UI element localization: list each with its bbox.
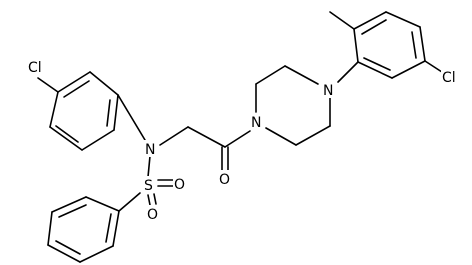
- bond-n-ch2: [159, 126, 189, 146]
- oxygen-label-sulfonyl-bottom: O: [147, 207, 158, 223]
- bond-ch2-co: [187, 126, 226, 148]
- oxygen-label-sulfonyl-right: O: [174, 177, 185, 193]
- piperazine-ring: [255, 65, 331, 146]
- bond-co-npip: [224, 130, 251, 148]
- chlorine-label-right: Cl: [442, 70, 456, 86]
- bond-ring-n: [117, 94, 146, 141]
- nitrogen-label-sulfonamide: N: [145, 142, 155, 158]
- oxygen-label-carbonyl: O: [219, 172, 230, 188]
- bond-n-s: [147, 155, 151, 178]
- nitrogen-label-piperazine-right: N: [323, 83, 333, 99]
- chlorophenyl-ring: [49, 71, 119, 151]
- bond-s-phenyl: [118, 192, 141, 212]
- sulfur-label: S: [144, 178, 153, 194]
- bond-npip-aryl: [337, 61, 359, 83]
- chlorine-label-left: Cl: [28, 60, 42, 76]
- bond-cl-ring: [37, 77, 59, 93]
- nitrogen-label-piperazine-left: N: [251, 115, 261, 131]
- phenyl-ring: [47, 196, 120, 263]
- bond-methyl: [329, 11, 355, 30]
- chloromethylphenyl-ring: [353, 11, 426, 79]
